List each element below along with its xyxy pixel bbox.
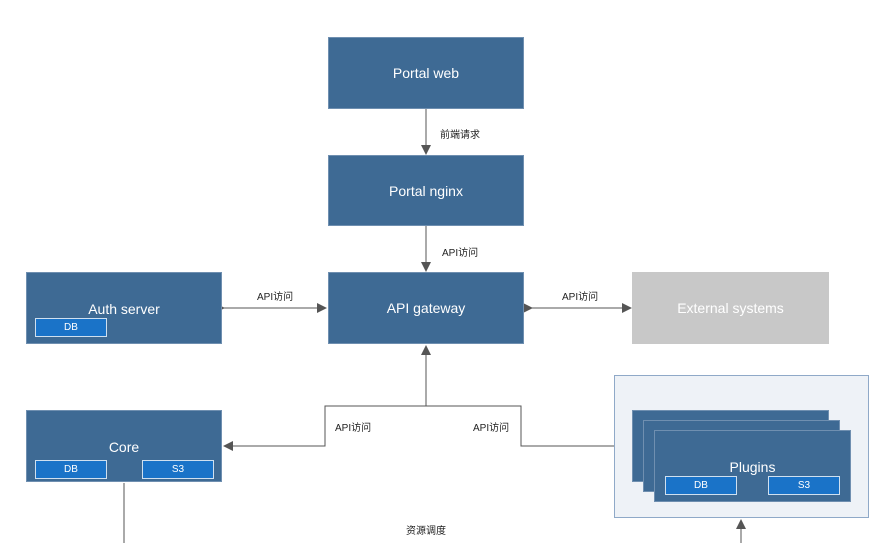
edge-branch-core xyxy=(223,405,426,451)
api-gateway-label: API gateway xyxy=(386,300,466,316)
core-db-chip: DB xyxy=(35,460,107,479)
plugins-node[interactable]: Plugins DB S3 xyxy=(654,430,851,502)
plugins-label: Plugins xyxy=(729,459,776,475)
auth-server-label: Auth server xyxy=(88,301,160,317)
core-node[interactable]: Core DB S3 xyxy=(26,410,222,482)
edge-branch-plugins xyxy=(426,405,632,451)
edge-label-gateway-core: API访问 xyxy=(335,423,372,434)
portal-web-node[interactable]: Portal web xyxy=(328,37,524,109)
plugins-s3-chip: S3 xyxy=(768,476,840,495)
edge-label-gateway-external: API访问 xyxy=(562,292,599,303)
external-systems-node[interactable]: External systems xyxy=(632,272,829,344)
plugins-db-chip: DB xyxy=(665,476,737,495)
edge-label-nginx-gateway: API访问 xyxy=(442,248,479,259)
auth-server-node[interactable]: Auth server DB xyxy=(26,272,222,344)
external-systems-label: External systems xyxy=(677,300,784,316)
edge-label-web-nginx: 前端请求 xyxy=(440,130,480,141)
api-gateway-node[interactable]: API gateway xyxy=(328,272,524,344)
portal-nginx-label: Portal nginx xyxy=(389,182,463,199)
edge-label-auth-gateway: API访问 xyxy=(257,292,294,303)
portal-nginx-node[interactable]: Portal nginx xyxy=(328,155,524,226)
core-label: Core xyxy=(108,439,140,455)
edge-label-resource-scheduling: 资源调度 xyxy=(406,526,446,537)
core-s3-chip: S3 xyxy=(142,460,214,479)
portal-web-label: Portal web xyxy=(392,65,460,81)
auth-db-chip: DB xyxy=(35,318,107,337)
edge-label-gateway-plugins: API访问 xyxy=(473,423,510,434)
